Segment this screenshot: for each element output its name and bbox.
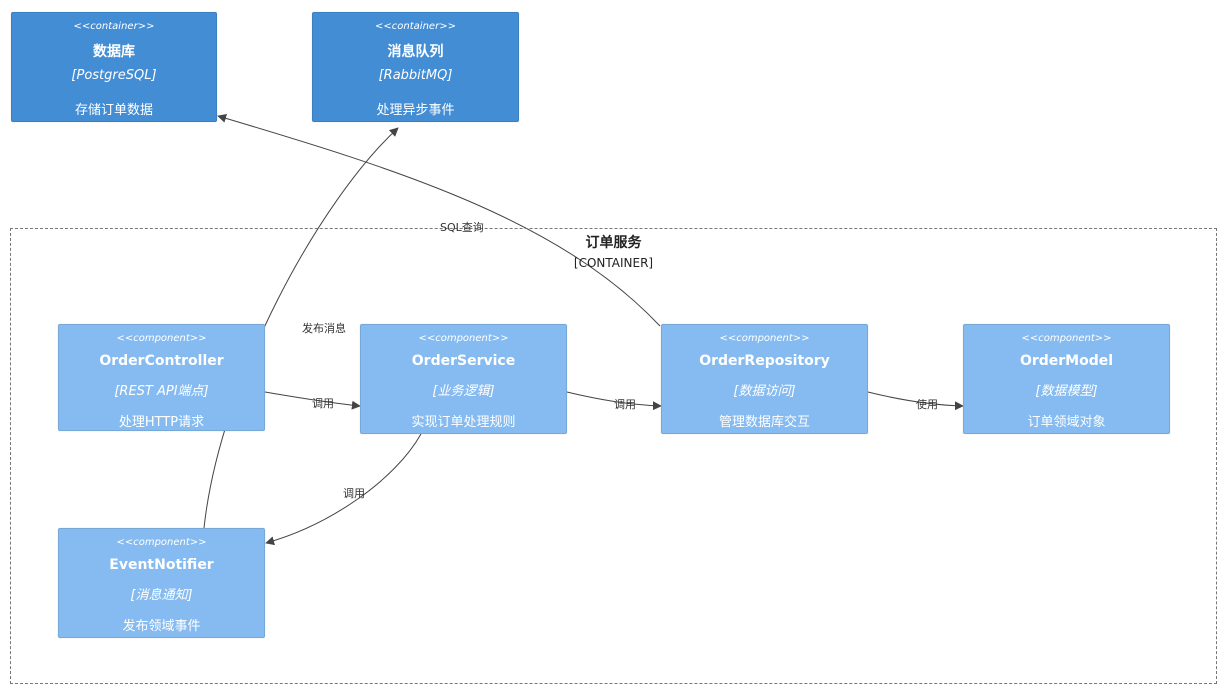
edge-label-service-repository: 调用 [614, 398, 636, 411]
edge-label-controller-service: 调用 [312, 397, 334, 410]
node-tech: [RabbitMQ] [378, 68, 453, 83]
node-title: EventNotifier [109, 557, 214, 573]
node-desc: 管理数据库交互 [718, 415, 810, 430]
node-title: OrderController [99, 353, 224, 369]
order-service-boundary [10, 228, 1217, 684]
edge-repository-to-database [217, 113, 661, 327]
node-title: OrderModel [1019, 353, 1114, 369]
node-tech: [业务逻辑] [432, 384, 495, 399]
order-service-node[interactable]: <<component>> OrderService [业务逻辑] 实现订单处理… [360, 324, 567, 434]
node-stereotype: <<component>> [1021, 333, 1112, 344]
edge-service-to-notifier [265, 433, 422, 546]
node-title: 消息队列 [387, 44, 444, 60]
node-desc: 订单领域对象 [1027, 415, 1106, 430]
edge-controller-to-service [264, 391, 361, 410]
database-node[interactable]: <<container>> 数据库 [PostgreSQL] 存储订单数据 [11, 12, 217, 122]
order-repository-node[interactable]: <<component>> OrderRepository [数据访问] 管理数… [661, 324, 868, 434]
node-desc: 存储订单数据 [74, 103, 153, 118]
node-title: OrderRepository [699, 353, 830, 369]
node-title: OrderService [411, 353, 516, 369]
edge-repository-to-model [867, 391, 964, 411]
order-controller-node[interactable]: <<component>> OrderController [REST API端… [58, 324, 265, 431]
node-desc: 发布领域事件 [122, 619, 201, 634]
node-tech: [数据模型] [1035, 384, 1098, 399]
node-title: 数据库 [93, 44, 135, 60]
edge-label-publish-message: 发布消息 [302, 322, 346, 335]
edge-service-to-repository [566, 391, 662, 411]
node-stereotype: <<component>> [418, 333, 509, 344]
boundary-type: [CONTAINER] [573, 256, 654, 270]
edge-label-repository-model: 使用 [916, 398, 938, 411]
order-model-node[interactable]: <<component>> OrderModel [数据模型] 订单领域对象 [963, 324, 1170, 434]
node-stereotype: <<component>> [719, 333, 810, 344]
edge-notifier-to-mq [203, 127, 399, 529]
message-queue-node[interactable]: <<container>> 消息队列 [RabbitMQ] 处理异步事件 [312, 12, 519, 122]
node-tech: [PostgreSQL] [71, 68, 157, 83]
edge-label-sql-query: SQL查询 [440, 221, 484, 234]
node-stereotype: <<component>> [116, 333, 207, 344]
node-stereotype: <<container>> [375, 21, 456, 32]
boundary-title: 订单服务 [585, 235, 642, 251]
node-desc: 处理异步事件 [376, 103, 455, 118]
node-stereotype: <<component>> [116, 537, 207, 548]
node-tech: [REST API端点] [114, 384, 209, 399]
node-stereotype: <<container>> [73, 21, 155, 32]
node-tech: [数据访问] [733, 384, 796, 399]
node-tech: [消息通知] [130, 588, 193, 603]
node-desc: 处理HTTP请求 [118, 415, 205, 430]
event-notifier-node[interactable]: <<component>> EventNotifier [消息通知] 发布领域事… [58, 528, 265, 638]
node-desc: 实现订单处理规则 [411, 415, 516, 430]
edge-label-service-notifier: 调用 [343, 487, 365, 500]
